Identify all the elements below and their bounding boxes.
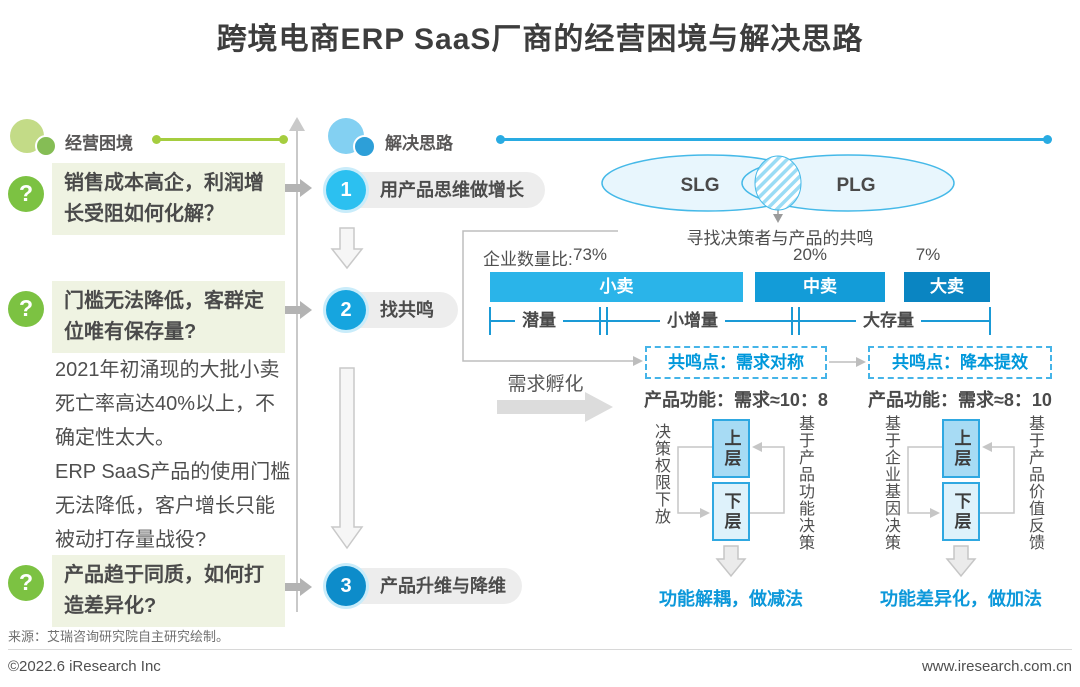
- resonance-box-2: 共鸣点：降本提效: [868, 346, 1052, 379]
- green-line-dot: [279, 135, 288, 144]
- problems-bubbles-small-icon: [35, 135, 57, 157]
- arrow-left-icon: [752, 442, 762, 452]
- step3-pill: [340, 568, 522, 604]
- blue-line-dot: [1043, 135, 1052, 144]
- step2-label: 找共鸣: [380, 300, 434, 320]
- venn-caption: 寻找决策者与产品的共鸣: [686, 229, 874, 248]
- flow1-upper-layer-box: 上层: [712, 419, 750, 478]
- bar-small-sellers: 小卖: [490, 272, 743, 302]
- problem-note: 2021年初涌现的大批小卖死亡率高达40%以上，不确定性太大。 ERP SaaS…: [55, 359, 291, 551]
- flow2-upper-layer-box: 上层: [942, 419, 980, 478]
- flow1-lower-layer-box: 下层: [712, 482, 750, 541]
- blue-header-line: [500, 138, 1046, 141]
- arrow-right-icon: [930, 508, 940, 518]
- step2-number: 2: [326, 290, 366, 330]
- footer-website: www.iresearch.com.cn: [921, 658, 1072, 675]
- venn-overlap-lens: [754, 155, 802, 211]
- flow2-lower-layer-box: 下层: [942, 482, 980, 541]
- incubation-label: 需求孵化: [507, 374, 584, 395]
- bar-large-sellers: 大卖: [904, 272, 990, 302]
- step3-number: 3: [326, 566, 366, 606]
- chart-value-small: 73%: [572, 245, 608, 264]
- question-icon: ?: [8, 291, 44, 327]
- arrow-down-icon: [945, 545, 977, 578]
- segment-label-small-increment: 小增量: [660, 310, 725, 332]
- step-down-arrows: [330, 227, 364, 550]
- flow1-result: 功能解耦，做减法: [659, 589, 803, 609]
- green-header-line: [156, 138, 282, 141]
- chart-label: 企业数量比:: [483, 250, 573, 269]
- question-icon: ?: [8, 565, 44, 601]
- arrow-down-icon: [715, 545, 747, 578]
- question-icon: ?: [8, 176, 44, 212]
- solutions-header: 解决思路: [385, 134, 453, 153]
- bar-mid-sellers: 中卖: [755, 272, 885, 302]
- flow2-upper-layer-label: 上层: [951, 428, 971, 469]
- chart-value-large: 7%: [915, 245, 941, 264]
- flow2-right-label: 基于产品价值反馈: [1026, 415, 1043, 551]
- resonance-box-1: 共鸣点：需求对称: [645, 346, 827, 379]
- flow2-left-label: 基于企业基因决策: [882, 415, 899, 551]
- step3-label: 产品升维与降维: [380, 576, 506, 596]
- arrow-left-icon: [982, 442, 992, 452]
- arrow-down-icon: [330, 227, 364, 270]
- arrow-right-icon: [283, 578, 312, 596]
- flow-result-arrows: [715, 545, 977, 578]
- problem-item-1: 销售成本高企，利润增长受阻如何化解？: [52, 163, 285, 235]
- problems-header: 经营困境: [65, 134, 133, 153]
- problem-item-2: 门槛无法降低，客群定位唯有保存量?: [52, 281, 285, 353]
- flow1-left-label: 决策权限下放: [652, 423, 669, 525]
- flow2-result: 功能差异化，做加法: [880, 589, 1042, 609]
- footer-copyright: ©2022.6 iResearch Inc: [8, 658, 161, 675]
- segment-label-large-stock: 大存量: [856, 310, 921, 332]
- flow2-lower-layer-label: 下层: [951, 491, 971, 532]
- source-note: 来源：艾瑞咨询研究院自主研究绘制。: [8, 629, 230, 644]
- step1-pill: [340, 172, 545, 208]
- arrow-right-icon: [283, 179, 312, 197]
- arrow-right-icon: [700, 508, 710, 518]
- problem-item-3: 产品趋于同质，如何打造差异化?: [52, 555, 285, 627]
- flow1-upper-layer-label: 上层: [721, 428, 741, 469]
- arrow-right-icon: [283, 301, 312, 319]
- flow1-lower-layer-label: 下层: [721, 491, 741, 532]
- venn-right-label: PLG: [836, 175, 875, 196]
- ratio-text-1: 产品功能：需求≈10：8: [644, 390, 828, 410]
- step1-label: 用产品思维做增长: [380, 180, 524, 200]
- ratio-text-2: 产品功能：需求≈8：10: [868, 390, 1052, 410]
- incubation-arrow-icon: [497, 392, 613, 422]
- segment-label-potential: 潜量: [515, 310, 563, 332]
- arrow-down-icon: [330, 367, 364, 550]
- flow1-right-label: 基于产品功能决策: [796, 415, 813, 551]
- timeline-up-arrow-icon: [289, 117, 305, 131]
- footer-divider: [8, 649, 1072, 650]
- chart-value-mid: 20%: [792, 245, 828, 264]
- solutions-bubbles-small-icon: [353, 135, 376, 158]
- venn-diagram: SLG PLG: [601, 154, 955, 212]
- venn-left-label: SLG: [680, 175, 719, 196]
- page-title: 跨境电商ERP SaaS厂商的经营困境与解决思路: [216, 23, 864, 56]
- step1-number: 1: [326, 170, 366, 210]
